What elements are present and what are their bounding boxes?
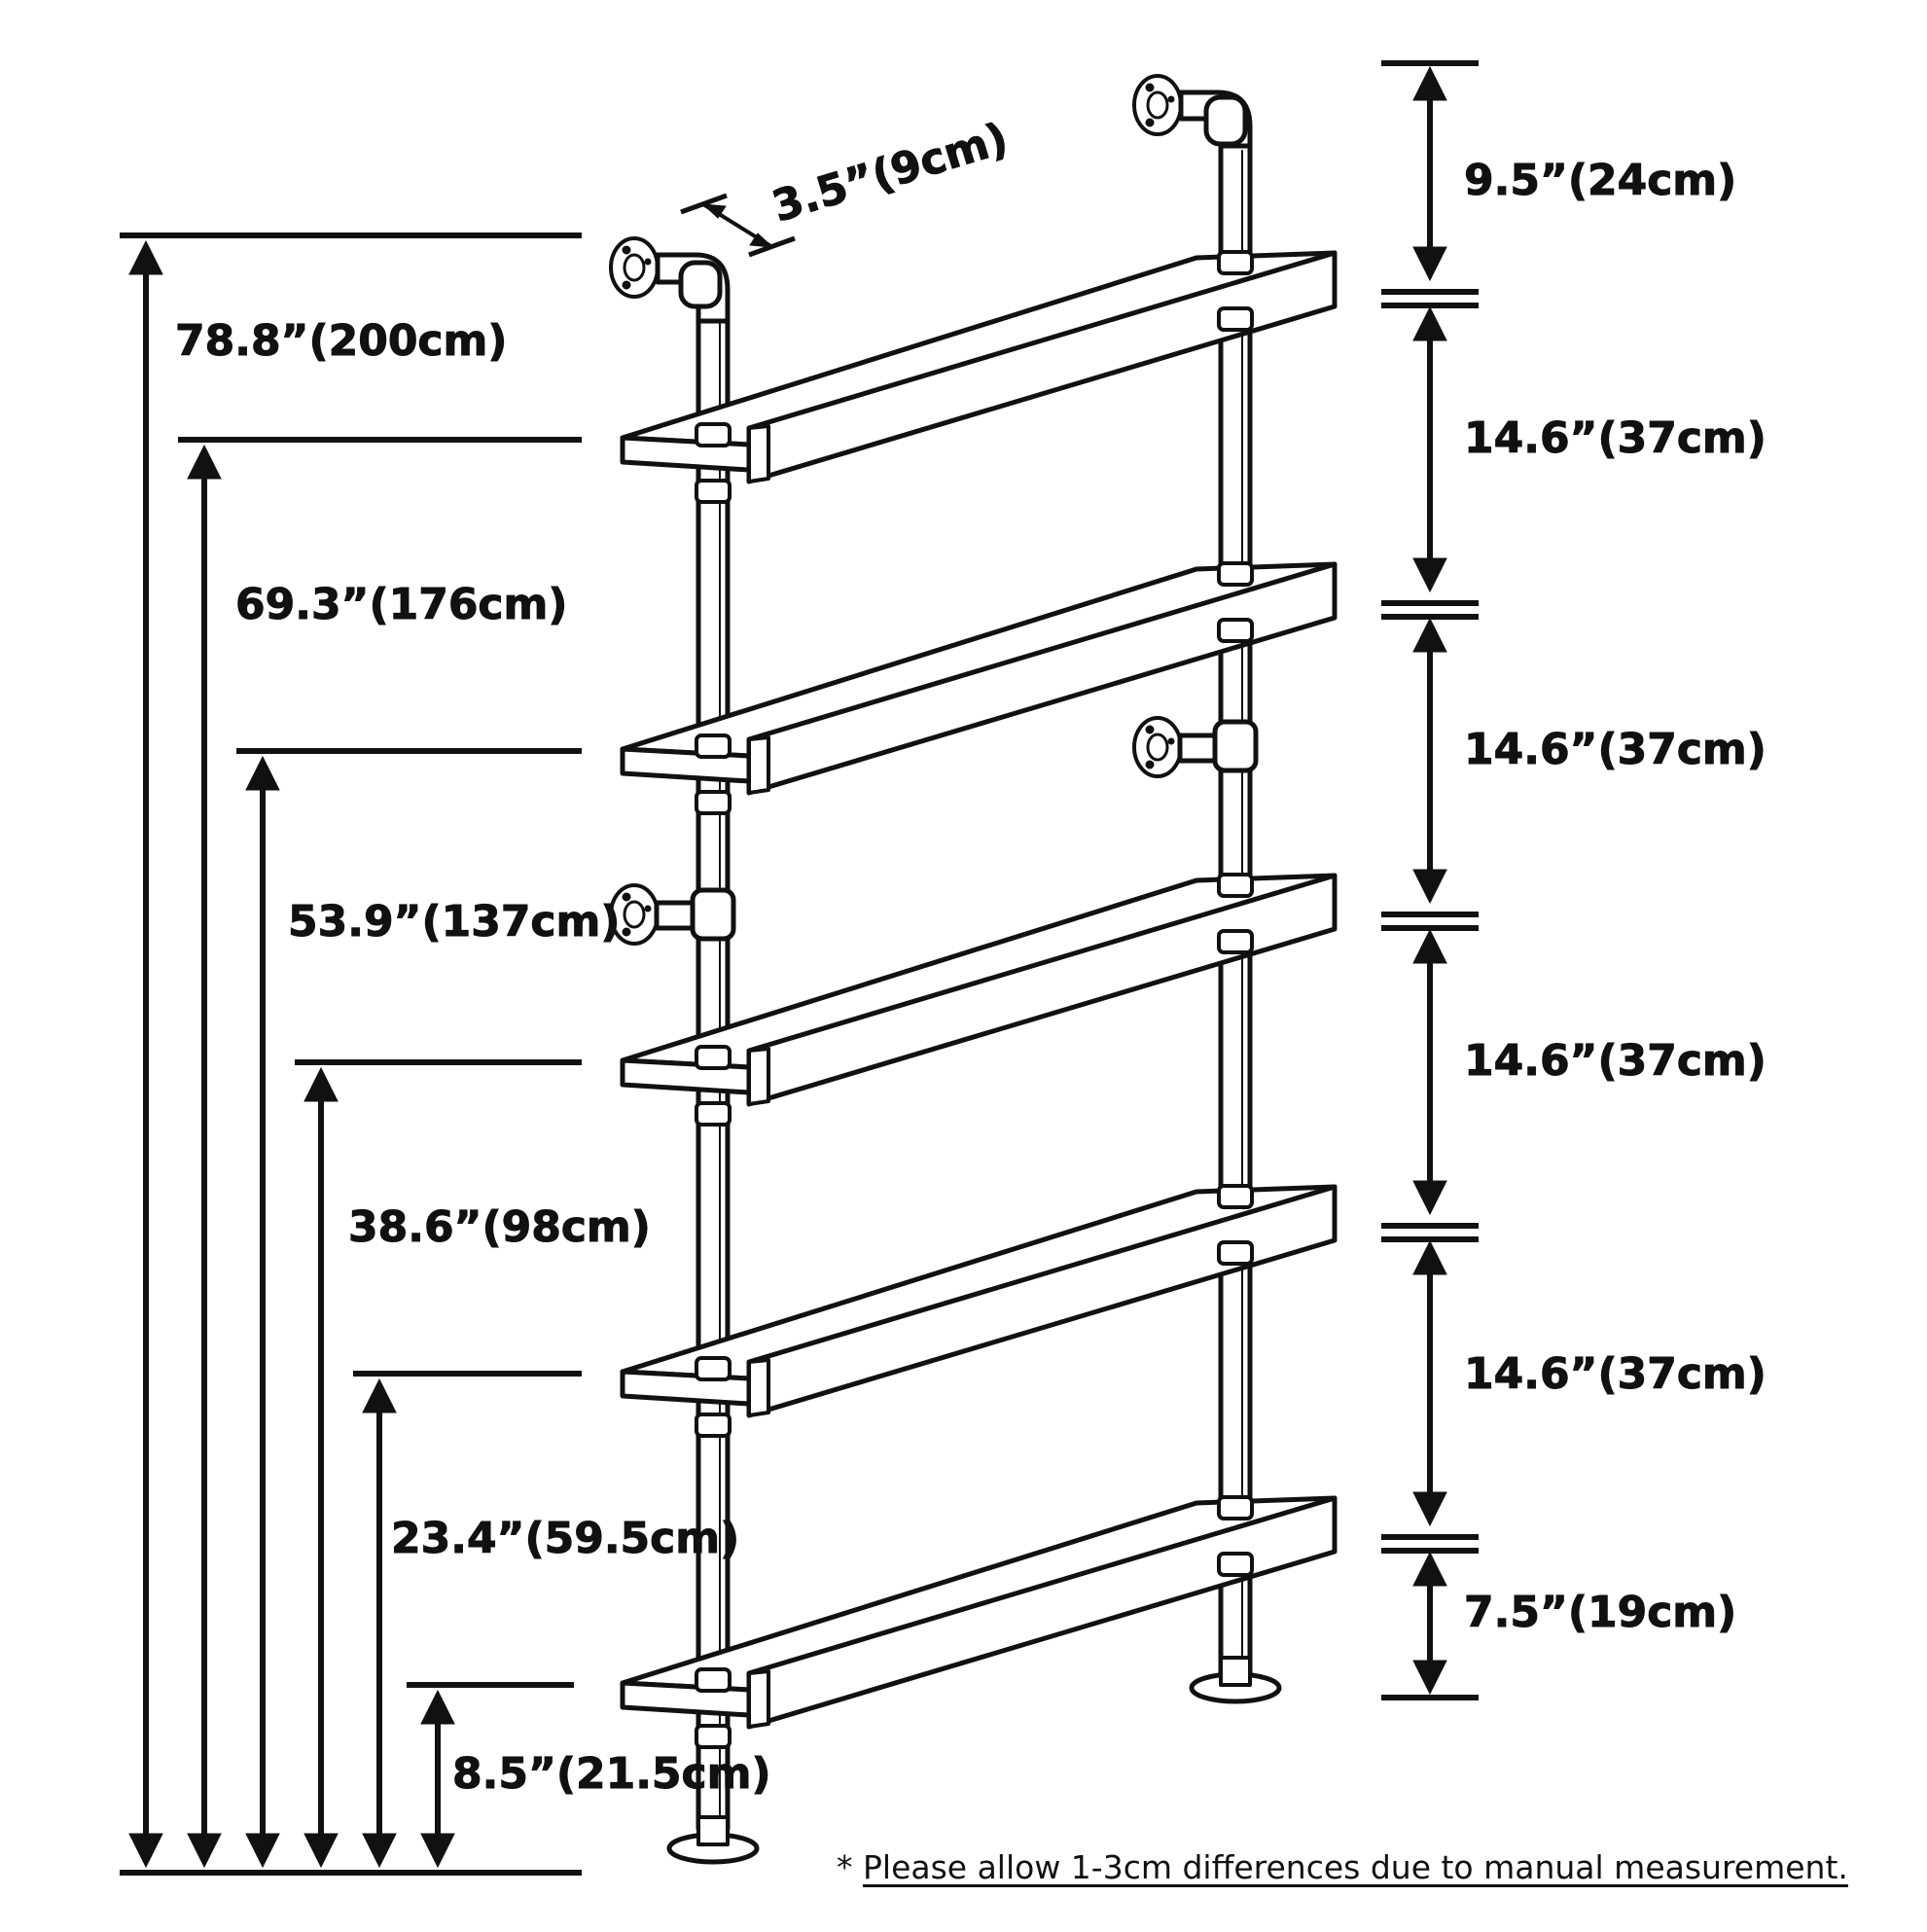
right-dimension-arrow-bottom bbox=[1412, 1660, 1447, 1696]
right-dimension-arrow-top bbox=[1412, 1239, 1447, 1275]
right-dimension-1: 9.5”(24cm) bbox=[1381, 60, 1737, 308]
left-dimension-label: 69.3”(176cm) bbox=[235, 580, 567, 629]
right-dimension-lines: 9.5”(24cm) 14.6”(37cm) 14.6”(37cm) 14.6”(37… bbox=[1381, 60, 1766, 1700]
left-dimension-arrow-top bbox=[128, 239, 163, 275]
left-dimension-label: 78.8”(200cm) bbox=[175, 316, 507, 366]
right-dimension-label: 7.5”(19cm) bbox=[1464, 1588, 1736, 1637]
right-dimension-3: 14.6”(37cm) bbox=[1381, 617, 1766, 931]
measurement-note: * Please allow 1-3cm differences due to … bbox=[837, 1848, 1848, 1886]
left-dimension-label: 38.6”(98cm) bbox=[348, 1202, 651, 1252]
depth-dimension: 3.5”(9cm) bbox=[680, 113, 1014, 258]
right-dimension-label: 9.5”(24cm) bbox=[1464, 156, 1736, 205]
depth-dimension-label: 3.5”(9cm) bbox=[767, 114, 1014, 233]
right-dimension-arrow-top bbox=[1412, 617, 1447, 653]
left-dimension-4: 38.6”(98cm) bbox=[295, 1059, 651, 1869]
left-dimension-arrow-bottom bbox=[362, 1833, 397, 1869]
right-dimension-arrow-top bbox=[1412, 928, 1447, 964]
top-right-wall-flange bbox=[1132, 74, 1253, 149]
left-dimension-arrow-bottom bbox=[245, 1833, 280, 1869]
right-dimension-arrow-bottom bbox=[1412, 1180, 1447, 1216]
left-dimension-arrow-top bbox=[303, 1066, 339, 1102]
shelf-1 bbox=[620, 250, 1338, 504]
shelf-2 bbox=[620, 561, 1338, 815]
left-dimension-label: 53.9”(137cm) bbox=[288, 897, 620, 947]
top-left-wall-flange bbox=[609, 236, 731, 324]
left-dimension-arrow-top bbox=[420, 1689, 455, 1725]
shelf-unit-illustration bbox=[609, 74, 1338, 1865]
left-dimension-arrow-bottom bbox=[187, 1833, 222, 1869]
right-dimension-arrow-bottom bbox=[1412, 557, 1447, 593]
note-text: Please allow 1-3cm differences due to ma… bbox=[863, 1848, 1848, 1886]
left-dimension-2: 69.3”(176cm) bbox=[178, 437, 582, 1869]
right-dimension-label: 14.6”(37cm) bbox=[1464, 413, 1766, 463]
note-asterisk: * bbox=[837, 1848, 853, 1886]
right-dimension-label: 14.6”(37cm) bbox=[1464, 1036, 1766, 1086]
right-floor-flange bbox=[1189, 1656, 1282, 1704]
right-dimension-arrow-top bbox=[1412, 305, 1447, 341]
left-dimension-arrow-top bbox=[362, 1377, 397, 1413]
left-dimension-arrow-bottom bbox=[420, 1833, 455, 1869]
left-dimension-lines: 78.8”(200cm) 69.3”(176cm) 53.9”(137cm) 38.6… bbox=[120, 233, 771, 1876]
right-dimension-2: 14.6”(37cm) bbox=[1381, 305, 1766, 620]
left-dimension-arrow-top bbox=[187, 444, 222, 480]
right-dimension-arrow-bottom bbox=[1412, 246, 1447, 282]
right-dimension-4: 14.6”(37cm) bbox=[1381, 928, 1766, 1242]
left-dimension-1: 78.8”(200cm) bbox=[120, 233, 582, 1869]
middle-left-wall-flange bbox=[609, 883, 736, 946]
shelf-3 bbox=[620, 873, 1338, 1127]
left-dimension-6: 8.5”(21.5cm) bbox=[407, 1682, 771, 1869]
left-dimension-label: 23.4”(59.5cm) bbox=[391, 1514, 739, 1563]
right-dimension-label: 14.6”(37cm) bbox=[1464, 725, 1766, 774]
right-dimension-label: 14.6”(37cm) bbox=[1464, 1349, 1766, 1399]
left-dimension-arrow-bottom bbox=[303, 1833, 339, 1869]
right-dimension-5: 14.6”(37cm) bbox=[1381, 1239, 1766, 1554]
right-dimension-arrow-bottom bbox=[1412, 1491, 1447, 1527]
left-dimension-label: 8.5”(21.5cm) bbox=[452, 1749, 771, 1799]
right-dimension-6: 7.5”(19cm) bbox=[1381, 1551, 1737, 1700]
right-dimension-arrow-bottom bbox=[1412, 869, 1447, 905]
middle-right-wall-flange bbox=[1132, 716, 1259, 778]
shelf-5 bbox=[620, 1495, 1338, 1749]
right-dimension-arrow-top bbox=[1412, 1551, 1447, 1587]
left-dimension-arrow-top bbox=[245, 755, 280, 791]
left-dimension-arrow-bottom bbox=[128, 1833, 163, 1869]
shelves-group bbox=[620, 250, 1338, 1749]
shelf-4 bbox=[620, 1184, 1338, 1438]
left-dimension-5: 23.4”(59.5cm) bbox=[353, 1371, 740, 1869]
left-dimension-3: 53.9”(137cm) bbox=[236, 748, 621, 1869]
right-dimension-arrow-top bbox=[1412, 65, 1447, 101]
left-floor-flange bbox=[666, 1815, 760, 1865]
